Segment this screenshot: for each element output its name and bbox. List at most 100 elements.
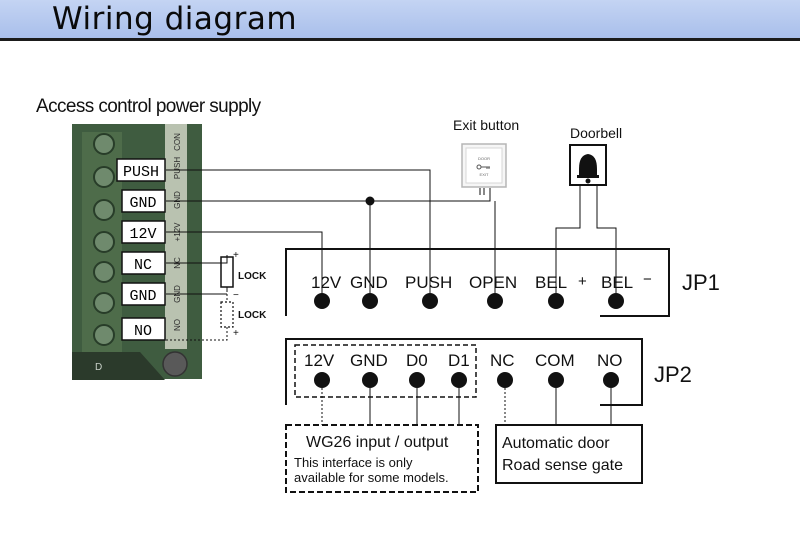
screw-2 bbox=[93, 199, 115, 221]
wg26-box: WG26 input / output This interface is on… bbox=[285, 424, 479, 493]
wire-12v bbox=[166, 231, 323, 293]
header-bar bbox=[0, 0, 800, 38]
side-label-gnd: GND bbox=[173, 191, 182, 209]
lock-1-label: LOCK bbox=[238, 271, 267, 282]
jp1-minus-sign: − bbox=[643, 271, 652, 288]
header-rule bbox=[0, 38, 800, 41]
screw-0 bbox=[93, 133, 115, 155]
terminal-box-gnd bbox=[121, 189, 166, 213]
terminal-box-push bbox=[116, 158, 166, 182]
wire-bell-minus bbox=[596, 186, 617, 293]
jp1-pin-bel-plus: BEL bbox=[535, 273, 567, 292]
exit-button-text-door: DOOR bbox=[478, 156, 490, 161]
jp1-pin-gnd: GND bbox=[350, 273, 388, 292]
screw-4 bbox=[93, 261, 115, 283]
wg26-title: WG26 input / output bbox=[306, 434, 449, 451]
jp1-pin-12v: 12V bbox=[311, 273, 342, 292]
pcb-mark: D bbox=[95, 362, 102, 373]
jp2-dot-d1 bbox=[451, 372, 467, 388]
terminal-box-no bbox=[121, 317, 166, 341]
screw-6 bbox=[93, 324, 115, 346]
jp1-dot-bel-plus bbox=[548, 293, 564, 309]
lock-1-plus: + bbox=[233, 250, 239, 261]
terminal-box-nc bbox=[121, 251, 166, 275]
door-border bbox=[495, 424, 643, 484]
jp1-dot-12v bbox=[314, 293, 330, 309]
wire-gnd-exit bbox=[166, 188, 491, 202]
jp2-wg26-group bbox=[294, 344, 477, 398]
lock-1-minus: − bbox=[233, 290, 239, 301]
terminal-box-gnd-2 bbox=[121, 282, 166, 306]
jp2-name: JP2 bbox=[654, 362, 692, 387]
jp2-box bbox=[285, 338, 643, 406]
wire-junction bbox=[365, 196, 375, 206]
jp1-terminals bbox=[314, 293, 624, 309]
terminal-block bbox=[165, 124, 187, 349]
terminal-box-12v bbox=[121, 220, 166, 244]
jp2-pin-12v: 12V bbox=[304, 351, 335, 370]
wg26-note-line-1: This interface is only bbox=[294, 455, 413, 470]
jp1-block: 12V GND PUSH OPEN BEL + BEL − JP1 bbox=[285, 248, 720, 317]
lock-2-plus: + bbox=[233, 328, 239, 339]
jp2-pin-d1: D1 bbox=[448, 351, 470, 370]
side-label-con: CON bbox=[173, 133, 182, 151]
jp2-pin-d0: D0 bbox=[406, 351, 428, 370]
bell-icon bbox=[577, 154, 599, 184]
jp1-name: JP1 bbox=[682, 270, 720, 295]
side-label-no: NO bbox=[173, 319, 182, 331]
capacitor bbox=[162, 351, 188, 377]
jp2-pin-com: COM bbox=[535, 351, 575, 370]
jp2-block: 12V GND D0 D1 NC COM NO JP2 bbox=[285, 338, 692, 406]
jp1-dot-push bbox=[422, 293, 438, 309]
jp2-dot-d0 bbox=[409, 372, 425, 388]
jp2-terminals bbox=[314, 372, 619, 388]
exit-button-label: Exit button bbox=[453, 117, 519, 133]
terminal-push: PUSH bbox=[123, 164, 159, 181]
lock-circuit: + LOCK − LOCK + bbox=[166, 250, 267, 341]
screw-3 bbox=[93, 231, 115, 253]
jp1-dot-gnd bbox=[362, 293, 378, 309]
terminal-gnd: GND bbox=[129, 195, 156, 212]
door-line-2: Road sense gate bbox=[502, 457, 623, 474]
door-box: Automatic door Road sense gate bbox=[495, 424, 643, 484]
jp2-dot-12v bbox=[314, 372, 330, 388]
screw-1 bbox=[93, 166, 115, 188]
jp1-plus-sign: + bbox=[578, 273, 587, 290]
power-supply-title: Access control power supply bbox=[36, 96, 262, 117]
jp1-dot-bel-minus bbox=[608, 293, 624, 309]
exit-button-leads bbox=[479, 188, 485, 195]
jp2-wires bbox=[321, 388, 612, 425]
screw-5 bbox=[93, 292, 115, 314]
wg26-note-line-2: available for some models. bbox=[294, 470, 449, 485]
jp1-dot-open bbox=[487, 293, 503, 309]
wire-push bbox=[166, 169, 431, 293]
exit-button-text-exit: EXIT bbox=[480, 172, 489, 177]
doorbell-label: Doorbell bbox=[570, 125, 622, 141]
terminal-nc: NC bbox=[134, 257, 152, 274]
pcb-screws bbox=[93, 133, 115, 346]
jp2-pin-no: NO bbox=[597, 351, 623, 370]
wg26-border bbox=[285, 424, 479, 493]
jp1-wires bbox=[166, 169, 617, 293]
terminal-12v: 12V bbox=[129, 226, 156, 243]
lock-2-label: LOCK bbox=[238, 310, 267, 321]
jp2-dot-gnd bbox=[362, 372, 378, 388]
lock-2-symbol bbox=[220, 301, 234, 328]
key-icon bbox=[476, 164, 490, 170]
doorbell bbox=[569, 144, 607, 186]
exit-button: DOOR EXIT bbox=[461, 143, 507, 188]
exit-button-inner bbox=[465, 147, 503, 184]
page-title: Wiring diagram bbox=[52, 1, 298, 37]
lock-wire-no bbox=[166, 327, 228, 341]
jp2-dot-com bbox=[548, 372, 564, 388]
jp2-dot-no bbox=[603, 372, 619, 388]
side-label-push: PUSH bbox=[173, 157, 182, 179]
jp2-pin-gnd: GND bbox=[350, 351, 388, 370]
jp1-pin-bel-minus: BEL bbox=[601, 273, 633, 292]
door-line-1: Automatic door bbox=[502, 435, 610, 452]
jp2-pin-nc: NC bbox=[490, 351, 515, 370]
jp1-pin-push: PUSH bbox=[405, 273, 452, 292]
jp1-box bbox=[285, 248, 670, 317]
jp1-pin-open: OPEN bbox=[469, 273, 517, 292]
